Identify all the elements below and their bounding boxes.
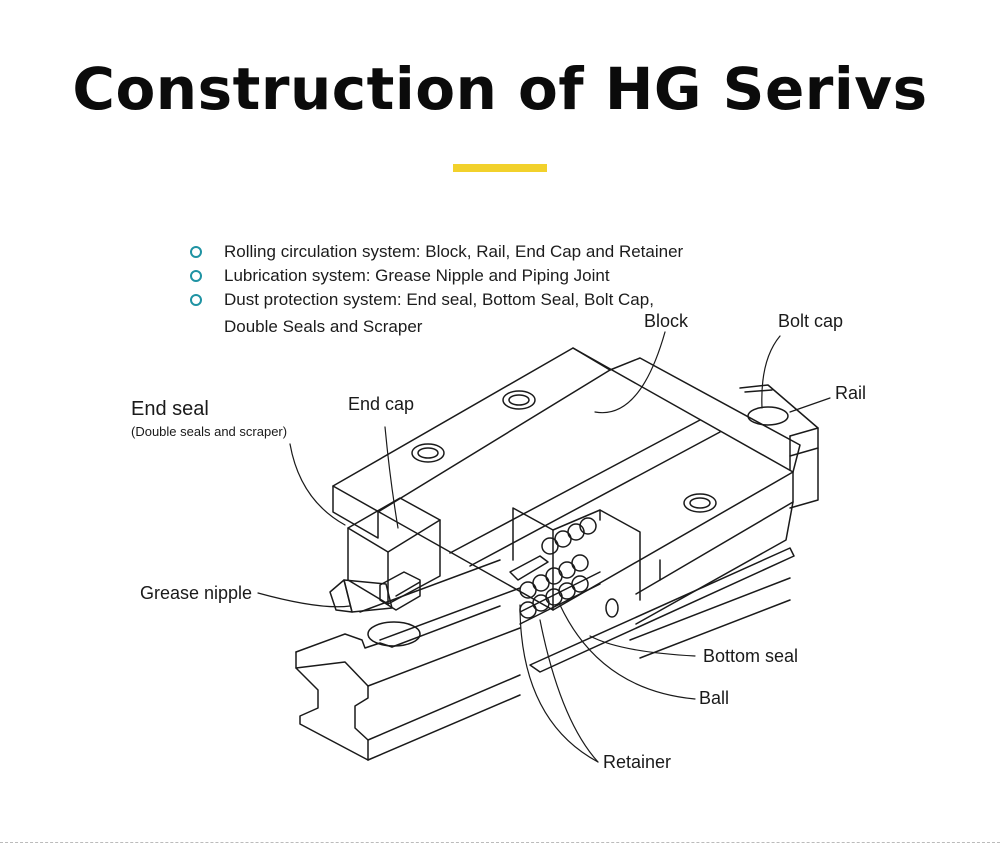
bolt-cap-drawing — [747, 406, 789, 426]
label-grease-nipple: Grease nipple — [140, 583, 253, 603]
list-item: Dust protection system: End seal, Bottom… — [190, 288, 683, 339]
label-ball: Ball — [699, 688, 730, 708]
circle-bullet-icon — [190, 246, 202, 258]
list-item: Lubrication system: Grease Nipple and Pi… — [190, 264, 683, 288]
title-accent-bar — [453, 164, 547, 172]
grease-nipple-drawing — [329, 571, 421, 647]
label-end-seal-note: (Double seals and scraper) — [131, 424, 288, 439]
label-bottom-seal: Bottom seal — [703, 646, 799, 666]
bottom-divider — [0, 842, 1000, 843]
label-rail: Rail — [835, 383, 867, 403]
list-item: Rolling circulation system: Block, Rail,… — [190, 240, 683, 264]
label-block: Block — [644, 311, 689, 331]
rail-drawing — [295, 384, 819, 761]
label-retainer: Retainer — [603, 752, 672, 772]
system-list: Rolling circulation system: Block, Rail,… — [190, 240, 683, 339]
label-end-cap: End cap — [348, 394, 415, 414]
list-item-text: Dust protection system: End seal, Bottom… — [224, 290, 654, 309]
circle-bullet-icon — [190, 294, 202, 306]
circle-bullet-icon — [190, 270, 202, 282]
list-item-continuation: Double Seals and Scraper — [224, 317, 423, 336]
balls-retainer-drawing — [509, 517, 795, 673]
list-item-text: Lubrication system: Grease Nipple and Pi… — [224, 266, 610, 285]
list-item-text: Rolling circulation system: Block, Rail,… — [224, 242, 684, 261]
leader-lines — [257, 331, 831, 763]
block-drawing — [332, 347, 801, 625]
page-title: Construction of HG Serivs — [72, 55, 928, 123]
label-bolt-cap: Bolt cap — [778, 311, 844, 331]
label-end-seal: End seal — [131, 398, 209, 420]
